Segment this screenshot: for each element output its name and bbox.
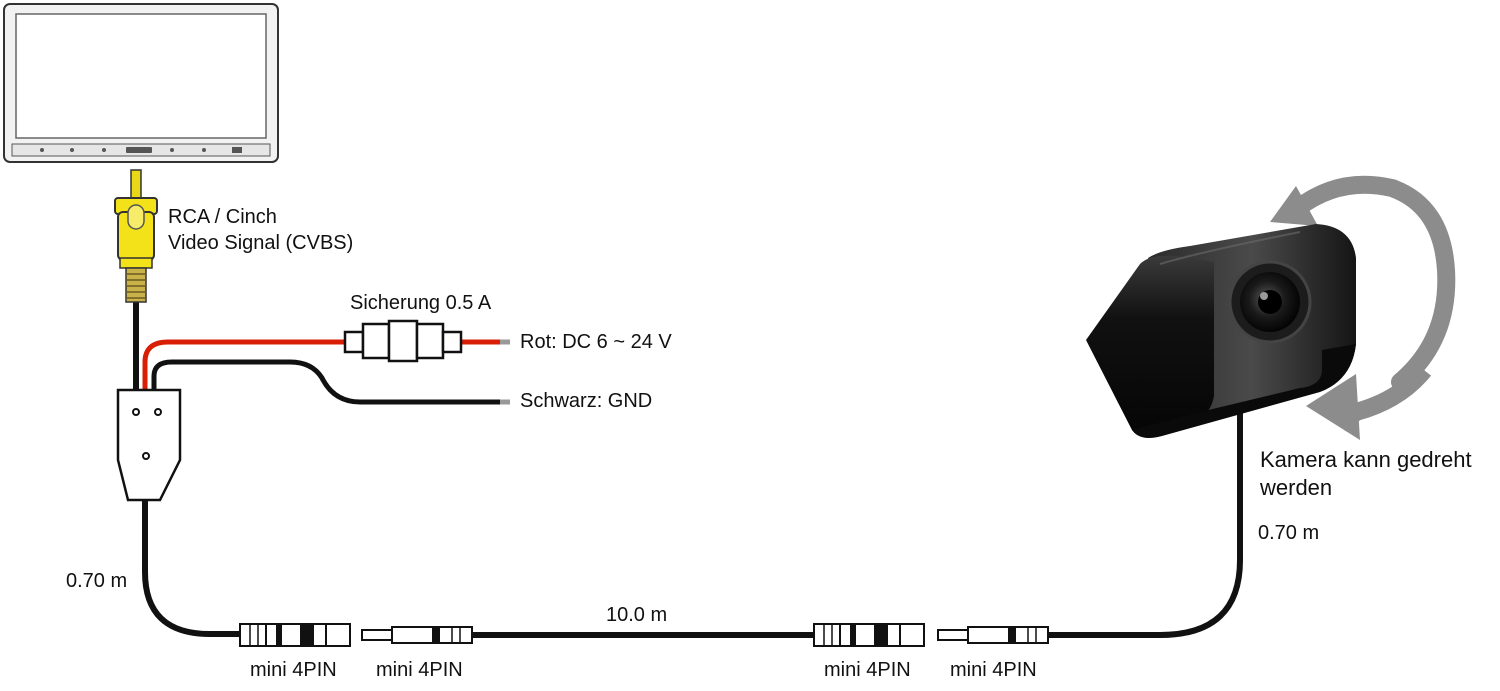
fuse-label: Sicherung 0.5 A <box>350 292 492 314</box>
rotation-arrow-icon <box>1270 175 1456 440</box>
monitor-icon <box>3 3 279 163</box>
camera-rotate-label-line1: Kamera kann gedreht <box>1260 447 1472 472</box>
rca-label-line2: Video Signal (CVBS) <box>168 232 354 254</box>
mini-4pin-female-connector-1 <box>239 623 351 647</box>
length-middle-label: 10.0 m <box>606 604 668 626</box>
connector-2-label: mini 4PIN <box>376 659 463 681</box>
mini-4pin-male-connector-2 <box>361 626 473 644</box>
length-left-label: 0.70 m <box>66 570 128 592</box>
cable-left-070 <box>142 500 242 637</box>
connector-1-label: mini 4PIN <box>250 659 337 681</box>
rca-label-line1: RCA / Cinch <box>168 206 277 228</box>
splitter-block-icon <box>116 388 182 502</box>
mini-4pin-male-connector-4 <box>937 626 1049 644</box>
length-right-label: 0.70 m <box>1258 522 1320 544</box>
connector-3-label: mini 4PIN <box>824 659 911 681</box>
camera-rotate-label-line2: werden <box>1260 475 1333 500</box>
cable-right-070 <box>1048 410 1243 638</box>
red-power-wire <box>142 339 510 392</box>
black-wire-label: Schwarz: GND <box>520 390 653 412</box>
black-ground-wire <box>151 359 510 405</box>
camera-icon <box>1086 224 1356 438</box>
mini-4pin-female-connector-3 <box>813 623 925 647</box>
connector-4-label: mini 4PIN <box>950 659 1037 681</box>
rca-plug-icon <box>114 169 158 303</box>
fuse-icon <box>343 319 463 363</box>
red-wire-label: Rot: DC 6 ~ 24 V <box>520 331 672 353</box>
